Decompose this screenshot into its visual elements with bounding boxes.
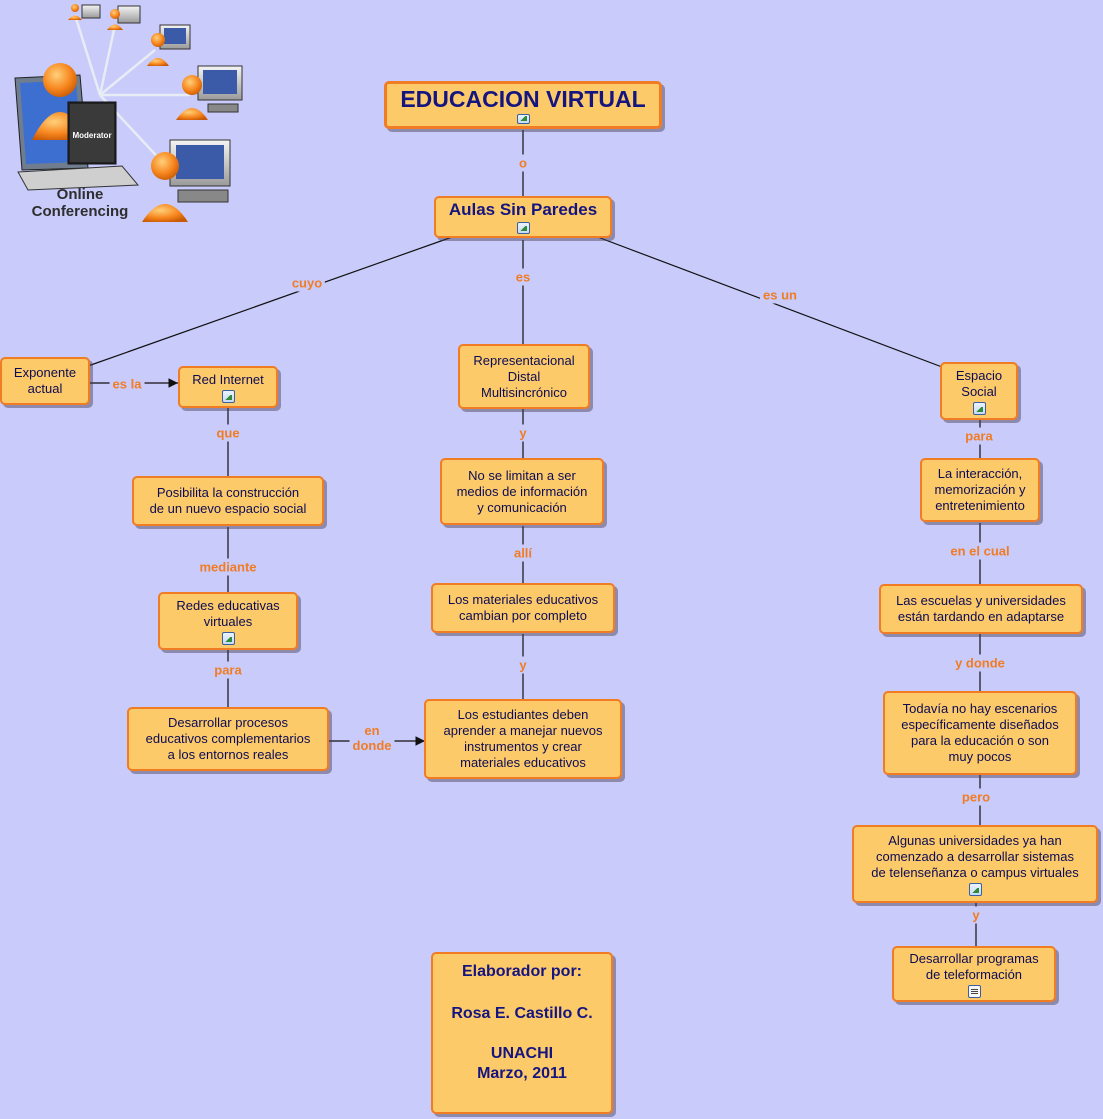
link-label-en-donde: en donde (349, 722, 395, 754)
credits-box[interactable]: Elaborador por: Rosa E. Castillo C. UNAC… (431, 952, 613, 1114)
link-label-y: y (969, 906, 983, 924)
link-label-es-la: es la (109, 375, 145, 393)
concept-label: Los materiales educativos cambian por co… (447, 592, 599, 623)
link-label-o: o (516, 154, 530, 172)
moderator-laptop-icon: Moderator (14, 63, 140, 191)
link-label-para: para (962, 427, 996, 445)
concept-label: Posibilita la construcción de un nuevo e… (149, 485, 307, 516)
concept-escuelas[interactable]: Las escuelas y universidades están tarda… (879, 584, 1083, 634)
link-label-y: y (516, 424, 530, 442)
concept-label: Exponente actual (13, 365, 77, 396)
concept-label: Representacional Distal Multisincrónico (473, 352, 575, 400)
link-label-y-donde: y donde (952, 654, 1008, 672)
concept-label: Los estudiantes deben aprender a manejar… (443, 707, 603, 770)
concept-label: Desarrollar procesos educativos compleme… (145, 715, 311, 762)
concept-redes-educativas[interactable]: Redes educativas virtuales (158, 592, 298, 650)
concept-label: Todavía no hay escenarios específicament… (901, 701, 1059, 764)
concept-label: Red Internet (192, 371, 264, 387)
remote-user-icon (142, 139, 231, 222)
moderator-label: Moderator (72, 131, 111, 140)
credit-organization: UNACHI (490, 1045, 554, 1062)
link-label-para: para (211, 661, 245, 679)
concept-exponente-actual[interactable]: Exponente actual (0, 357, 90, 405)
concept-label: La interacción, memorización y entreteni… (934, 466, 1026, 513)
image-attachment-icon[interactable] (968, 882, 982, 896)
online-conferencing-illustration: Moderator (14, 4, 243, 222)
concept-posibilita[interactable]: Posibilita la construcción de un nuevo e… (132, 476, 324, 526)
image-attachment-icon[interactable] (972, 401, 986, 415)
credit-name: Rosa E. Castillo C. (451, 1005, 593, 1022)
concept-aulas-sin-paredes[interactable]: Aulas Sin Paredes (434, 196, 612, 238)
remote-user-icon (107, 5, 141, 30)
concept-label: Aulas Sin Paredes (448, 200, 598, 219)
credit-date: Marzo, 2011 (477, 1065, 567, 1082)
image-attachment-icon[interactable] (221, 389, 235, 403)
concept-representacional[interactable]: Representacional Distal Multisincrónico (458, 344, 590, 409)
remote-user-icon (176, 65, 243, 120)
remote-user-icon (147, 24, 191, 66)
concept-espacio-social[interactable]: Espacio Social (940, 362, 1018, 420)
link-label-mediante: mediante (196, 558, 260, 576)
link-label-es-un: es un (760, 286, 800, 304)
concept-materiales[interactable]: Los materiales educativos cambian por co… (431, 583, 615, 633)
line-aulas-exponente (87, 235, 456, 367)
link-label-pero: pero (958, 788, 994, 806)
document-attachment-icon[interactable] (967, 984, 981, 998)
concept-label: No se limitan a ser medios de informació… (456, 467, 588, 515)
concept-label: Algunas universidades ya han comenzado a… (871, 832, 1079, 880)
link-label-es: es (512, 268, 534, 286)
link-label-cuyo: cuyo (288, 274, 326, 292)
concept-desarrollar-procesos[interactable]: Desarrollar procesos educativos compleme… (127, 707, 329, 771)
online-conferencing-caption: Online Conferencing (31, 186, 129, 220)
concept-label: Redes educativas virtuales (176, 597, 280, 629)
concept-no-se-limitan[interactable]: No se limitan a ser medios de informació… (440, 458, 604, 525)
image-attachment-icon[interactable] (516, 114, 530, 124)
link-label-que: que (213, 424, 243, 442)
concept-teleformacion[interactable]: Desarrollar programas de teleformación (892, 946, 1056, 1002)
concept-interaccion[interactable]: La interacción, memorización y entreteni… (920, 458, 1040, 522)
link-label-en-el-cual: en el cual (947, 542, 1013, 560)
image-attachment-icon[interactable] (221, 631, 235, 645)
concept-label: EDUCACION VIRTUAL (400, 86, 646, 112)
concept-educacion-virtual[interactable]: EDUCACION VIRTUAL (384, 81, 662, 129)
concept-label: Las escuelas y universidades están tarda… (896, 593, 1066, 624)
concept-label: Espacio Social (955, 367, 1003, 399)
concept-todavia[interactable]: Todavía no hay escenarios específicament… (883, 691, 1077, 775)
remote-user-icon (68, 4, 101, 20)
image-attachment-icon[interactable] (516, 222, 530, 234)
concept-algunas-universidades[interactable]: Algunas universidades ya han comenzado a… (852, 825, 1098, 903)
credit-title: Elaborador por: (461, 963, 582, 980)
link-label-alli: allí (510, 544, 536, 562)
concept-red-internet[interactable]: Red Internet (178, 366, 278, 408)
concept-estudiantes[interactable]: Los estudiantes deben aprender a manejar… (424, 699, 622, 779)
link-label-y: y (516, 656, 530, 674)
concept-label: Desarrollar programas de teleformación (909, 950, 1039, 982)
